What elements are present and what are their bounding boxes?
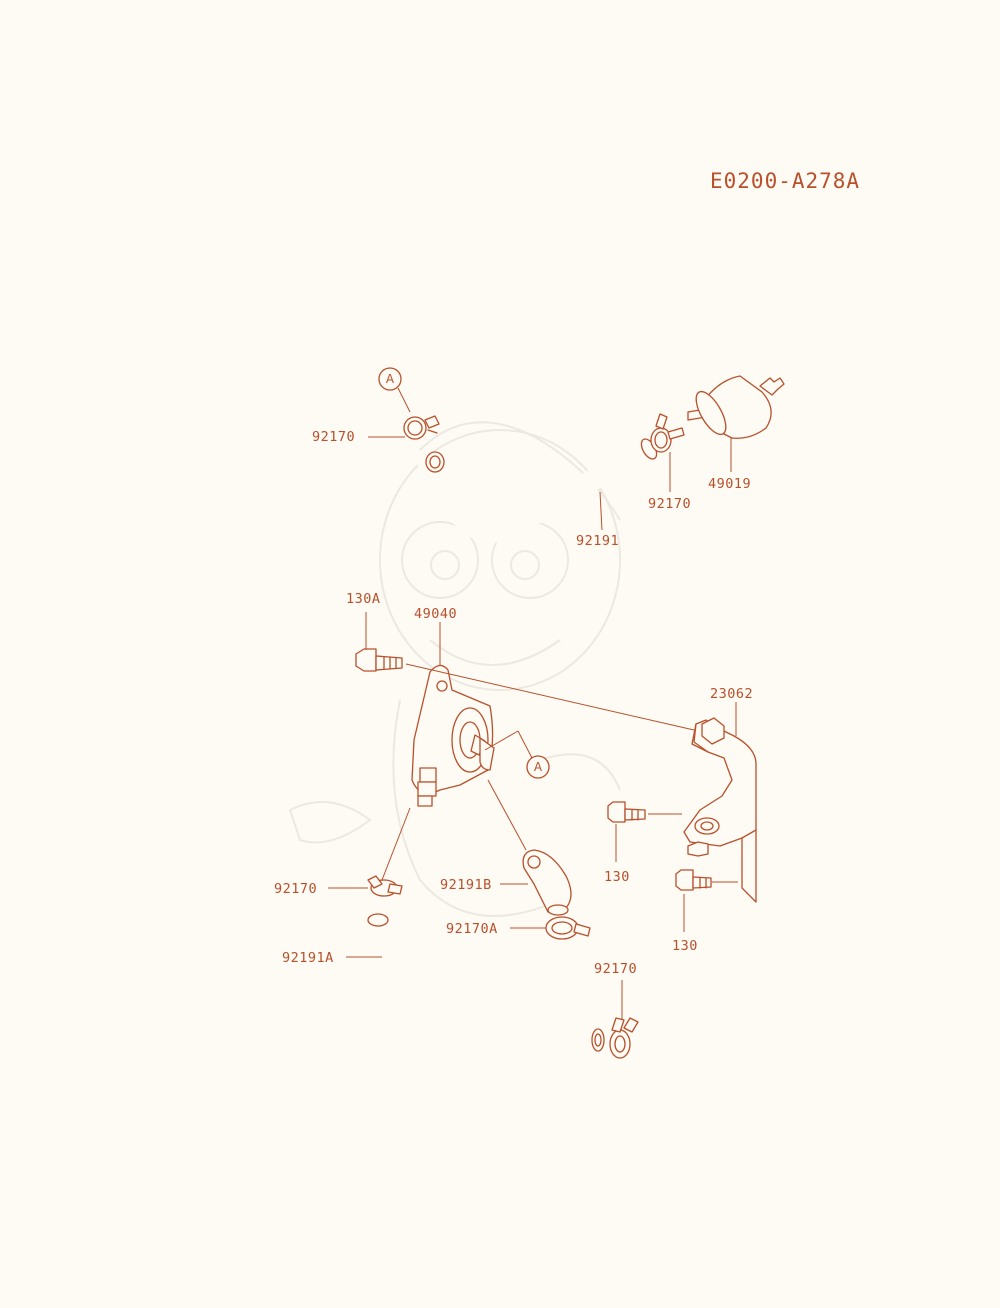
fuel-filter — [687, 375, 785, 439]
reference-marker-lower: A — [484, 730, 550, 779]
callout-c11: 92191B — [440, 877, 492, 893]
callout-c6: 49040 — [414, 606, 457, 622]
reference-marker-top: A — [378, 367, 411, 413]
reference-marker-label: A — [534, 760, 543, 774]
callout-c8: 130 — [604, 869, 630, 885]
fuel-hose-lower — [366, 912, 608, 1052]
callout-c2: 92170 — [648, 496, 691, 512]
diagram-code: E0200-A278A — [710, 169, 860, 193]
callout-c12: 92170A — [446, 921, 498, 937]
bolt-130a — [355, 612, 403, 672]
hose-clamp-92170a — [545, 916, 591, 940]
watermark-mascot — [288, 421, 621, 917]
callout-c10: 92170 — [274, 881, 317, 897]
callout-c9: 130 — [672, 938, 698, 954]
callout-c13: 92191A — [282, 950, 334, 966]
reference-marker-label: A — [386, 372, 395, 386]
bolt-130-lower — [675, 869, 738, 932]
callout-c7: 23062 — [710, 686, 753, 702]
hose-clamp-lower-left — [367, 807, 411, 897]
elbow-hose — [487, 779, 572, 916]
bolt-130-upper — [607, 801, 682, 862]
callout-c3: 49019 — [708, 476, 751, 492]
callout-c4: 92191 — [576, 533, 619, 549]
callout-c14: 92170 — [594, 961, 637, 977]
hose-clamp-lower-right — [609, 980, 639, 1059]
callout-c5: 130A — [346, 591, 381, 607]
fuel-pump — [411, 622, 495, 807]
fuel-hose-upper — [417, 437, 659, 543]
callout-c1: 92170 — [312, 429, 355, 445]
hose-clamp-top-middle — [650, 413, 685, 453]
leader-c4 — [599, 491, 603, 531]
mounting-bracket — [683, 702, 757, 903]
leader-pump-to-bracket — [405, 663, 695, 731]
hose-clamp-top-left — [403, 415, 440, 440]
